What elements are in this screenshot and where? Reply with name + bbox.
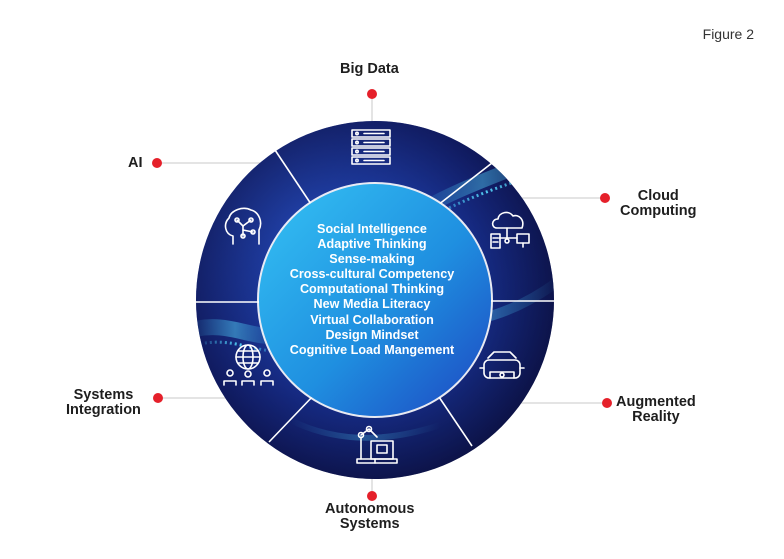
robot-arm-icon [356,425,398,464]
red-marker-dots [152,89,612,501]
caption-augmented-reality: Augmented Reality [616,395,696,425]
center-skill-item: Design Mindset [325,327,419,342]
caption-ai: AI [128,155,143,171]
figure-label: Figure 2 [702,26,754,42]
center-skill-item: Cognitive Load Mangement [289,342,455,357]
marker-dot-ai [152,158,162,168]
caption-line: Computing [620,203,697,219]
marker-dot-augmented-reality [602,398,612,408]
server-rack-icon [351,129,391,165]
caption-autonomous-systems: Autonomous Systems [325,502,414,532]
caption-cloud-computing: Cloud Computing [620,189,697,219]
center-skill-item: Social Intelligence [317,222,427,236]
center-disc [259,184,491,416]
marker-dot-cloud-computing [600,193,610,203]
globe-network-icon [223,344,274,386]
center-skill-item: Adaptive Thinking [317,237,427,252]
marker-dot-big-data [367,89,377,99]
center-skill-item: Computational Thinking [299,282,445,297]
caption-line: Reality [632,409,680,425]
center-skill-item: Sense-making [329,252,415,267]
segment-dividers [196,149,554,447]
marker-dot-systems-integration [153,393,163,403]
caption-line: Integration [66,402,141,418]
vr-headset-icon [479,351,525,379]
center-skill-item: Virtual Collaboration [310,312,434,327]
cloud-computing-icon [490,211,530,249]
caption-line: Systems [73,387,134,403]
ai-brain-icon [224,207,262,245]
marker-dot-autonomous-systems [367,491,377,501]
caption-line: Systems [339,516,400,532]
caption-line: Autonomous [325,501,415,517]
center-skill-item: New Media Literacy [313,297,431,312]
caption-systems-integration: Systems Integration [66,388,141,418]
caption-line: Augmented [616,394,696,410]
caption-line: Cloud [637,188,679,204]
caption-big-data: Big Data [340,61,399,77]
center-skill-item: Cross-cultural Competency [289,267,455,282]
